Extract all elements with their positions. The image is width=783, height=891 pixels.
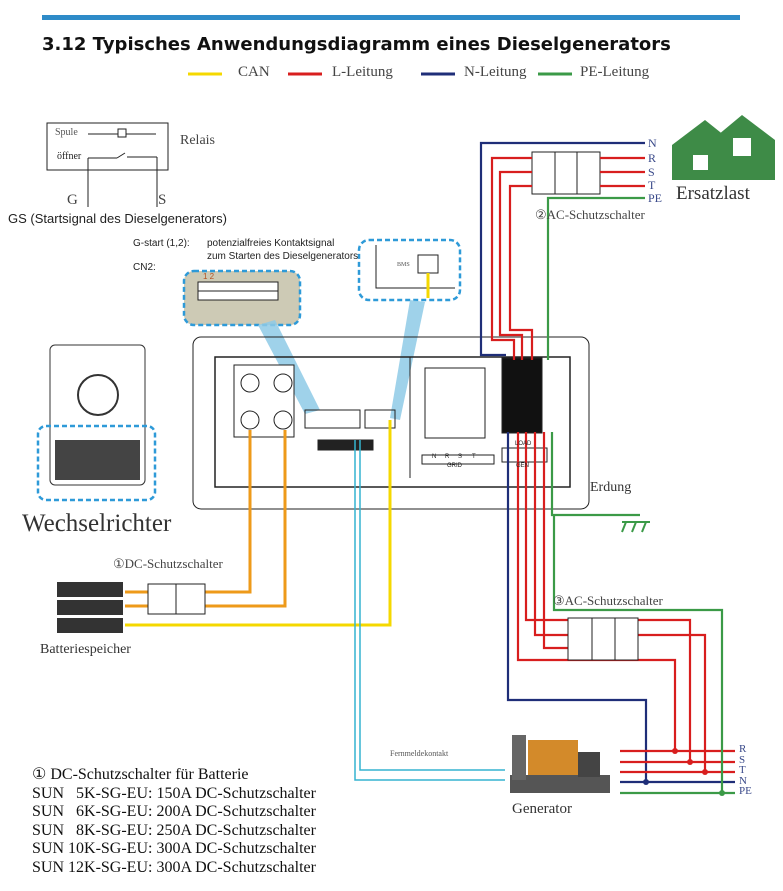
- gen-line-n: N: [739, 774, 747, 787]
- gstart-desc-1: potenzialfreies Kontaktsignal: [207, 238, 335, 249]
- bms-callout: [357, 238, 462, 302]
- generator-icon: [510, 735, 610, 793]
- grid-r: R: [445, 454, 450, 460]
- earth-label: Erdung: [590, 480, 632, 495]
- relay-title: Relais: [180, 133, 215, 148]
- bms-port: [417, 254, 439, 274]
- relay-contact-label: öffner: [57, 151, 82, 162]
- n-wire-gen: [506, 432, 648, 782]
- gstart-label: G-start (1,2):: [133, 238, 190, 249]
- note-item: SUN 6K-SG-EU: 200A DC-Schutzschalter: [32, 803, 316, 820]
- note-item: SUN 12K-SG-EU: 300A DC-Schutzschalter: [32, 858, 316, 876]
- house-icon: [672, 115, 775, 180]
- cn2-terminal: [197, 281, 279, 301]
- generator-label: Generator: [512, 801, 572, 817]
- remote-wire: [354, 440, 505, 781]
- remote-contact-label: Fernmeldekontakt: [390, 749, 449, 758]
- gen-line-pe: PE: [739, 785, 752, 797]
- header-bar: [42, 15, 740, 20]
- ac-breaker-2-label: ②AC-Schutzschalter: [535, 207, 645, 222]
- load-line-pe: PE: [648, 191, 663, 205]
- bms-label: BMS: [397, 262, 410, 268]
- grid-n: N: [432, 454, 437, 460]
- legend-n: N-Leitung: [464, 64, 527, 80]
- can-wire: [125, 420, 392, 627]
- load-line-r: R: [648, 151, 657, 165]
- battery-label: Batteriespeicher: [40, 642, 131, 657]
- backup-load-label: Ersatzlast: [676, 183, 750, 204]
- note-heading: ① DC-Schutzschalter für Batterie: [32, 766, 249, 783]
- load-line-n: N: [648, 136, 657, 150]
- n-wire-load: [479, 141, 645, 357]
- inverter-wiring-area: [192, 336, 590, 510]
- relay-diagram: [46, 122, 169, 207]
- gen-line-r: R: [739, 743, 747, 755]
- cn2-label: CN2:: [133, 262, 156, 273]
- load-line-t: T: [648, 178, 656, 192]
- note-item: SUN 10K-SG-EU: 300A DC-Schutzschalter: [32, 840, 316, 857]
- dc-breaker: [147, 583, 206, 615]
- legend-pe: PE-Leitung: [580, 64, 650, 80]
- note-item: SUN 8K-SG-EU: 250A DC-Schutzschalter: [32, 821, 316, 839]
- wires: [125, 141, 735, 795]
- relay-s: S: [158, 192, 167, 208]
- gen-lines-labels: R S T N PE: [739, 744, 752, 797]
- load-label: LOAD: [515, 441, 532, 447]
- relay-coil-label: Spule: [55, 127, 78, 138]
- legend-can: CAN: [238, 64, 270, 80]
- ac-breaker-2: [531, 151, 601, 195]
- gstart-desc-2: zum Starten des Dieselgenerators: [207, 251, 359, 262]
- relay-g: G: [67, 192, 78, 208]
- cn2-pins: 1 2: [203, 272, 215, 281]
- battery-icon: [57, 582, 123, 633]
- gen-label: GEN: [516, 463, 530, 469]
- earth-wire: [550, 432, 640, 517]
- page-title: 3.12 Typisches Anwendungsdiagramm eines …: [42, 34, 671, 55]
- grid-s: S: [458, 454, 463, 460]
- callout-arrow-bms: [390, 300, 425, 420]
- dc-breaker-label: ①DC-Schutzschalter: [113, 556, 223, 571]
- grid-label: GRID: [447, 463, 462, 469]
- gs-caption: GS (Startsignal des Dieselgenerators): [8, 211, 227, 226]
- ac-breaker-3-label: ③AC-Schutzschalter: [553, 593, 663, 608]
- breaker-notes: ① DC-Schutzschalter für Batterie SUN 5K-…: [32, 766, 316, 877]
- legend-l: L-Leitung: [332, 64, 393, 80]
- grid-t: T: [472, 454, 476, 460]
- ac-breaker-3: [567, 617, 639, 661]
- gen-line-t: T: [739, 764, 746, 776]
- load-line-s: S: [648, 165, 655, 179]
- gen-line-s: S: [739, 753, 746, 766]
- ground-icon: [621, 521, 650, 533]
- note-item: SUN 5K-SG-EU: 150A DC-Schutzschalter: [32, 784, 316, 802]
- inverter-image: [36, 344, 157, 502]
- inverter-label: Wechselrichter: [22, 510, 172, 537]
